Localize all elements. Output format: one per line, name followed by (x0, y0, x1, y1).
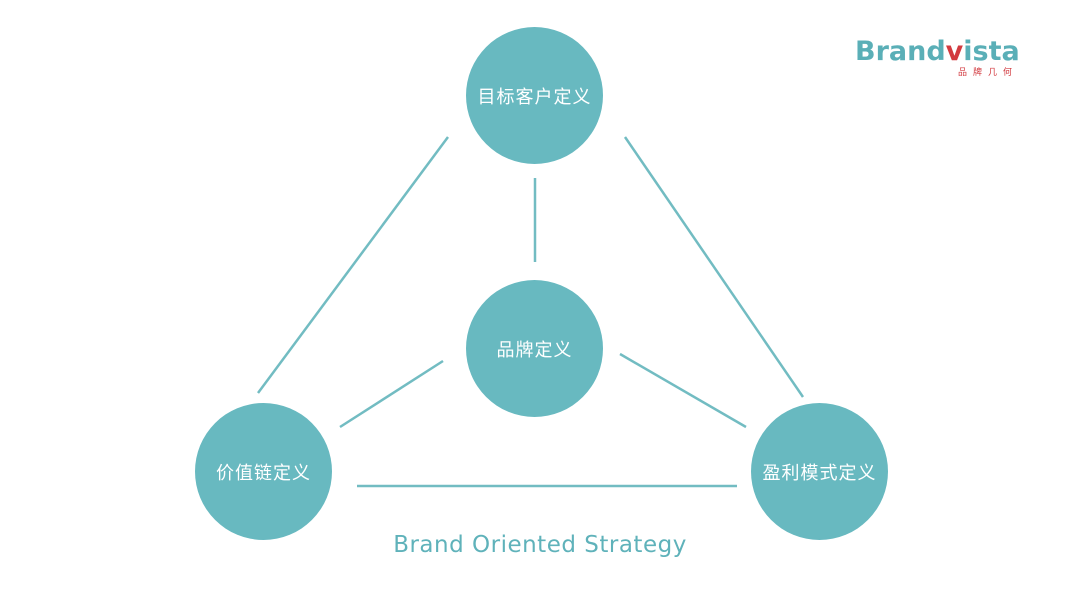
brandvista-logo: Brandvista 品牌几何 (855, 36, 1020, 84)
logo-subtitle: 品牌几何 (957, 68, 1018, 78)
edge-brand-to-value (339, 359, 444, 429)
node-profit-model: 盈利模式定义 (751, 403, 888, 540)
node-target-customer: 目标客户定义 (466, 27, 603, 164)
logo-word-accent-v: v (945, 36, 964, 67)
node-value-chain-label: 价值链定义 (216, 462, 311, 484)
logo-word-brand: Brand (855, 36, 946, 67)
edge-target-to-profit (623, 136, 805, 398)
logo-word-ista: ista (963, 36, 1020, 67)
edge-brand-to-profit (619, 352, 747, 429)
node-target-customer-label: 目标客户定义 (477, 86, 592, 108)
edge-target-to-value (256, 136, 450, 394)
node-brand-label: 品牌定义 (496, 339, 573, 361)
node-profit-model-label: 盈利模式定义 (762, 462, 877, 484)
diagram-caption: Brand Oriented Strategy (393, 532, 687, 558)
node-brand: 品牌定义 (466, 280, 603, 417)
logo-wordmark: Brandvista (855, 36, 1020, 68)
node-value-chain: 价值链定义 (195, 403, 332, 540)
